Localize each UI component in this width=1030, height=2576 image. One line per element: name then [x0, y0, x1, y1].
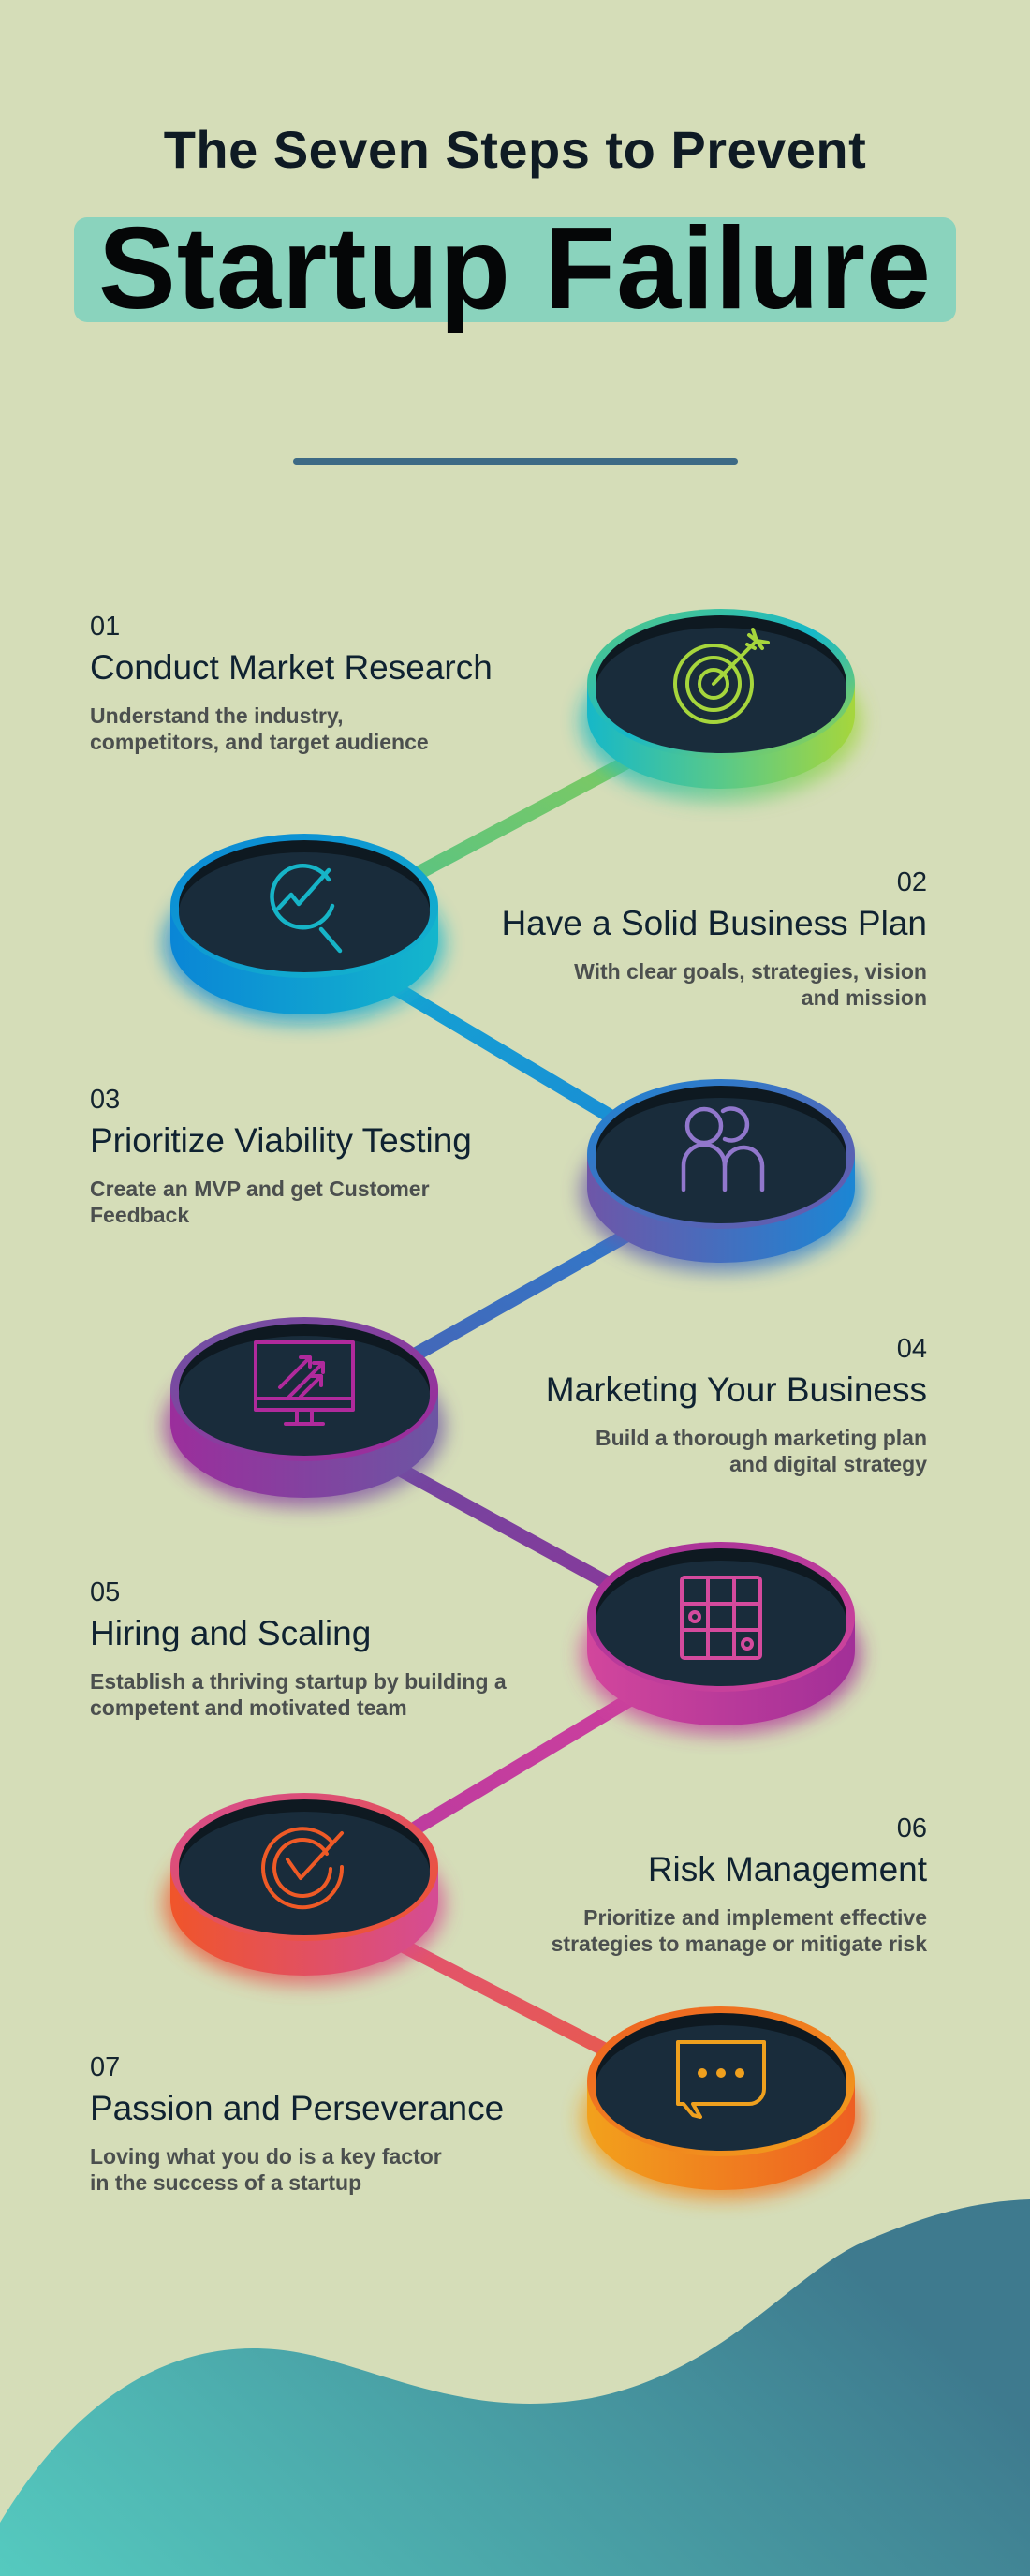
step-number: 05 [90, 1577, 121, 1607]
step-02-disc [164, 834, 445, 1024]
users-icon [681, 1106, 765, 1192]
monitor-growth-icon [254, 1340, 355, 1426]
step-description: Establish a thriving startup by building… [90, 1669, 507, 1720]
step-number: 01 [90, 612, 121, 642]
step-05-disc [581, 1542, 861, 1735]
step-06-text: 06 Risk Management Prioritize and implem… [403, 1813, 927, 1957]
step-number: 06 [896, 1814, 927, 1843]
step-description: Understand the industry, competitors, an… [90, 703, 429, 754]
step-07-disc [581, 2006, 861, 2199]
step-description: Build a thorough marketing plan and digi… [596, 1426, 927, 1476]
step-number: 04 [896, 1334, 927, 1364]
step-description: Prioritize and implement effective strat… [551, 1905, 927, 1956]
step-01-disc [581, 609, 861, 802]
chat-bubble-icon [676, 2040, 766, 2119]
step-title: Conduct Market Research [90, 648, 493, 687]
header-divider [293, 458, 738, 465]
step-title: Prioritize Viability Testing [90, 1121, 472, 1160]
step-description: Create an MVP and get Customer Feedback [90, 1177, 430, 1227]
step-06-disc [164, 1793, 445, 1985]
step-03-text: 03 Prioritize Viability Testing Create a… [90, 1084, 614, 1228]
target-arrow-icon [673, 628, 770, 724]
step-04-disc [164, 1317, 445, 1507]
step-02-text: 02 Have a Solid Business Plan With clear… [403, 866, 927, 1011]
step-number: 07 [90, 2052, 121, 2082]
step-description: Loving what you do is a key factor in th… [90, 2144, 442, 2195]
step-05-text: 05 Hiring and Scaling Establish a thrivi… [90, 1577, 614, 1721]
check-circle-icon [261, 1827, 345, 1910]
step-description: With clear goals, strategies, vision and… [574, 959, 927, 1010]
step-number: 03 [90, 1085, 121, 1115]
grid-board-icon [680, 1576, 762, 1660]
step-03-disc [581, 1079, 861, 1272]
step-01-text: 01 Conduct Market Research Understand th… [90, 611, 614, 755]
step-07-text: 07 Passion and Perseverance Loving what … [90, 2051, 614, 2196]
step-title: Hiring and Scaling [90, 1614, 372, 1652]
step-title: Marketing Your Business [545, 1370, 927, 1409]
page-title: Startup Failure [97, 204, 933, 333]
page-subtitle: The Seven Steps to Prevent [163, 120, 867, 179]
step-title: Passion and Perseverance [90, 2089, 505, 2127]
step-title: Have a Solid Business Plan [501, 904, 927, 942]
chat-dots-icon [698, 2068, 744, 2078]
title-highlight-box [74, 217, 956, 322]
step-title: Risk Management [647, 1850, 927, 1888]
bottom-wave-decoration [0, 2199, 1030, 2576]
step-04-text: 04 Marketing Your Business Build a thoro… [403, 1333, 927, 1477]
step-number: 02 [896, 867, 927, 897]
magnifier-chart-icon [270, 863, 343, 954]
